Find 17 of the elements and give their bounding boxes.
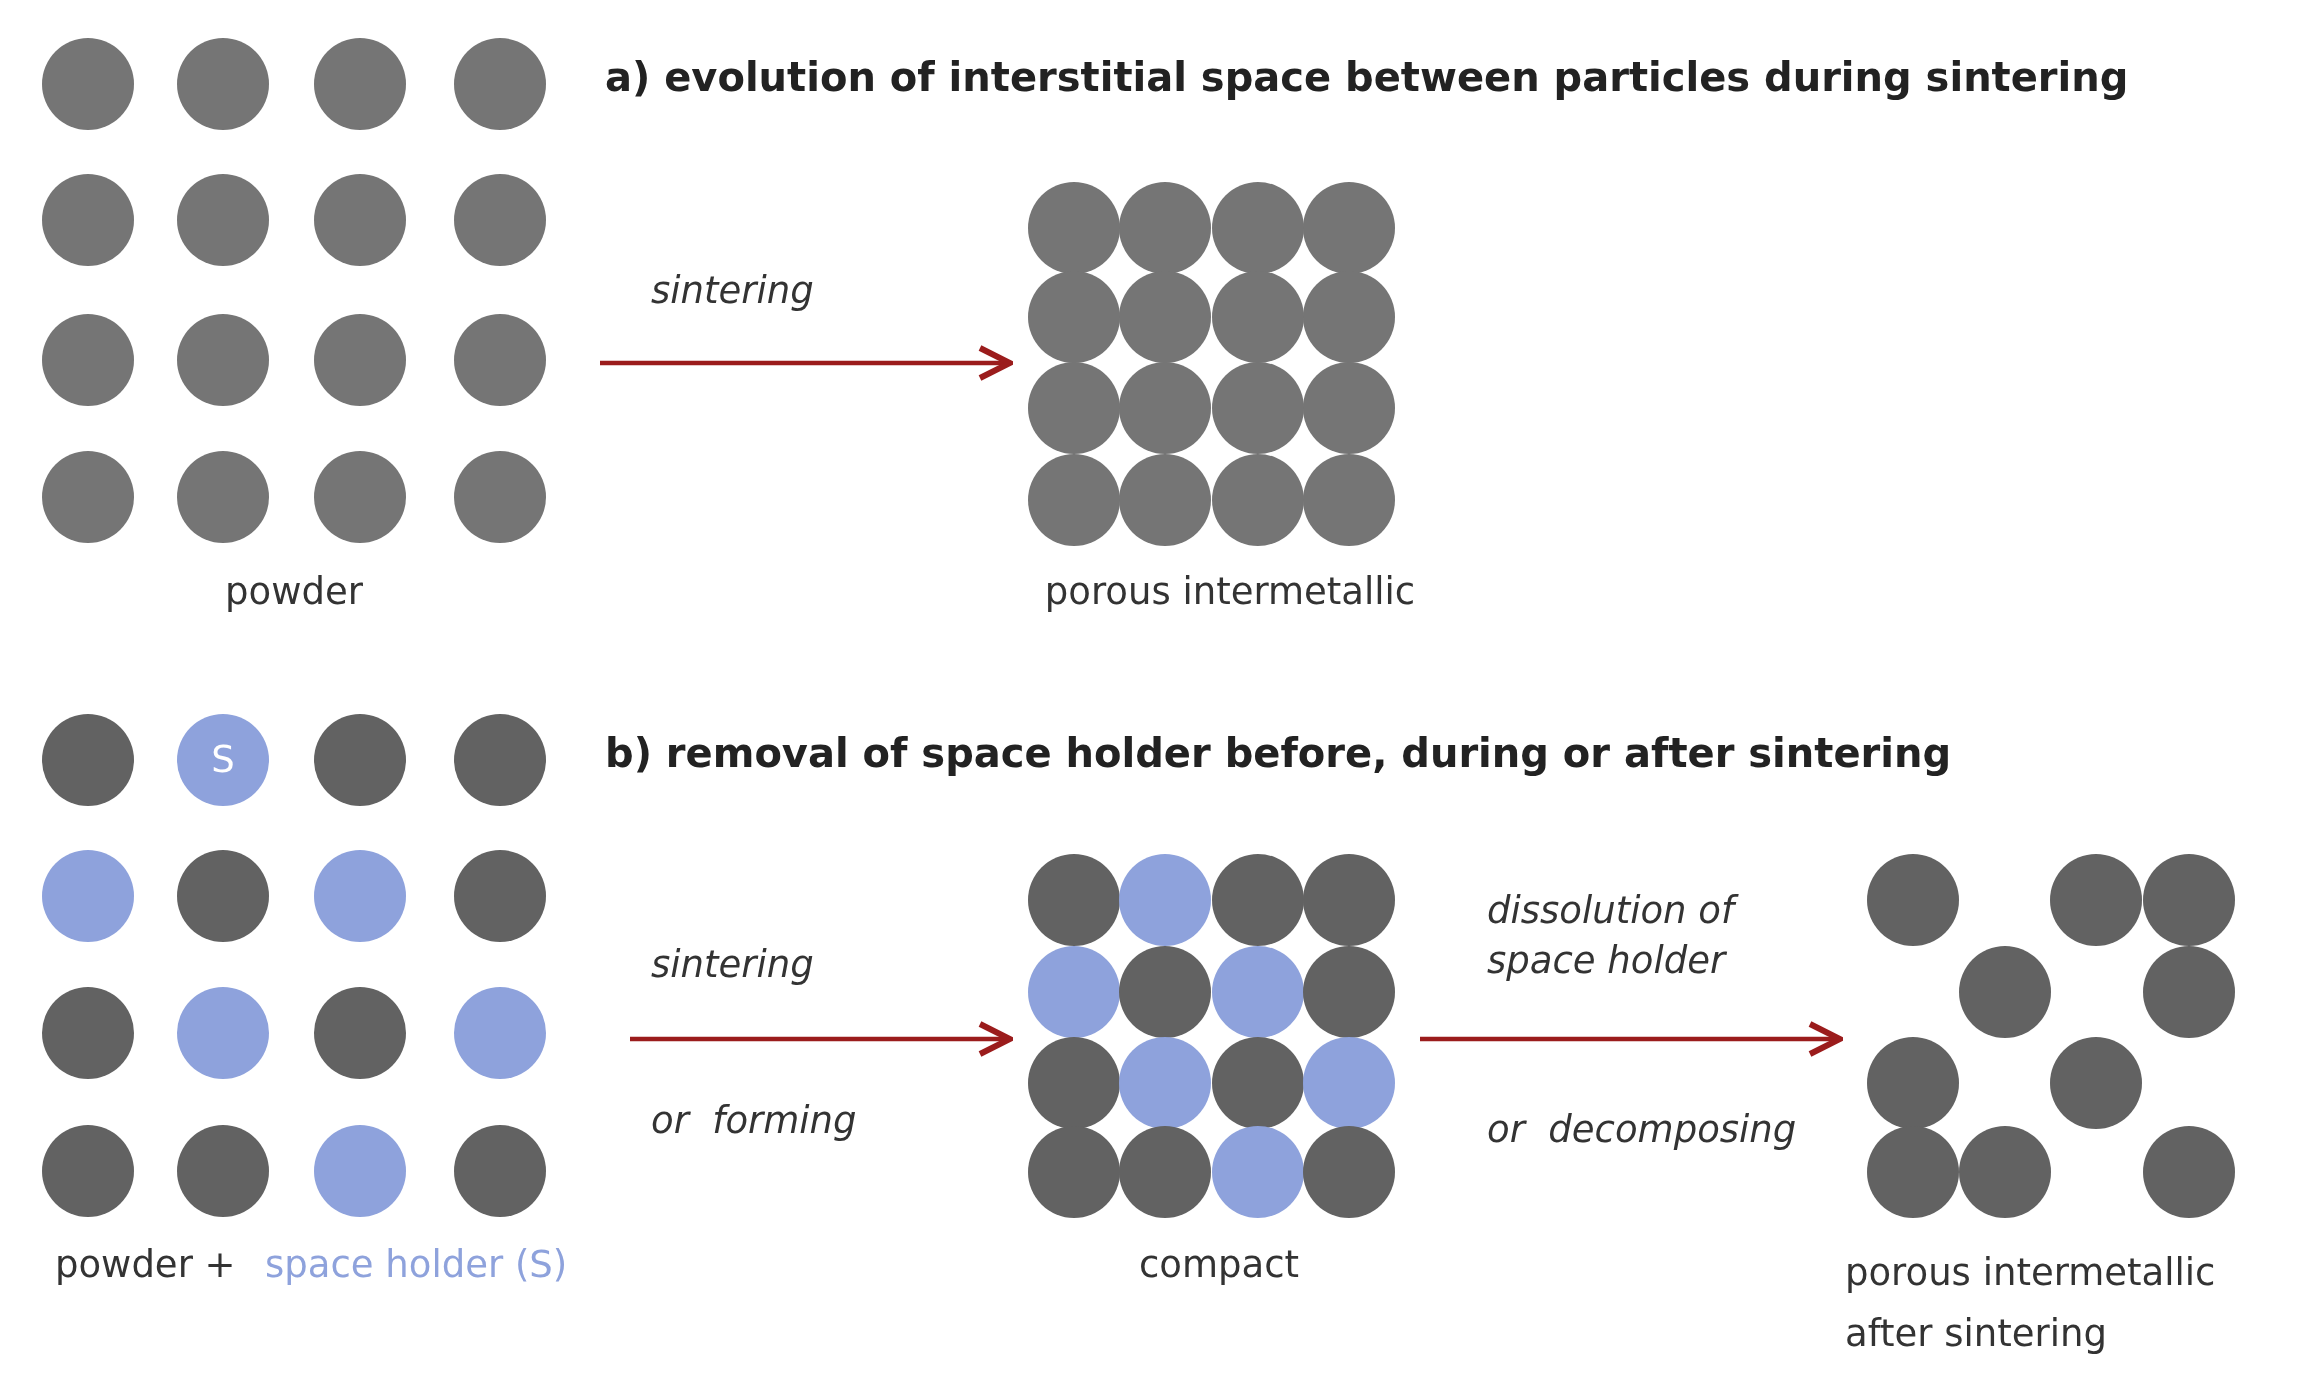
section-heading: b) removal of space holder before, during or after sintering <box>605 730 1952 776</box>
process-note: or decomposing <box>1487 1107 1797 1153</box>
node-label: powder <box>225 569 363 615</box>
edge-label: sintering <box>651 268 814 314</box>
arrow <box>1420 1021 1843 1057</box>
edge-label: dissolution of space holder <box>1487 886 1787 986</box>
particle-letter: S <box>211 737 235 783</box>
node-label: space holder (S) <box>265 1242 568 1288</box>
section-heading: a) evolution of interstitial space between particles during sintering <box>605 54 2129 100</box>
arrow <box>600 345 1013 381</box>
node-label: porous intermetallic after sintering <box>1845 1250 2217 1358</box>
node-label: compact <box>1139 1242 1299 1288</box>
node-label: powder + <box>55 1242 236 1288</box>
process-note: or forming <box>651 1098 857 1144</box>
edge-label: sintering <box>651 942 814 988</box>
arrow <box>630 1021 1013 1057</box>
node-label: porous intermetallic <box>1044 569 1416 615</box>
